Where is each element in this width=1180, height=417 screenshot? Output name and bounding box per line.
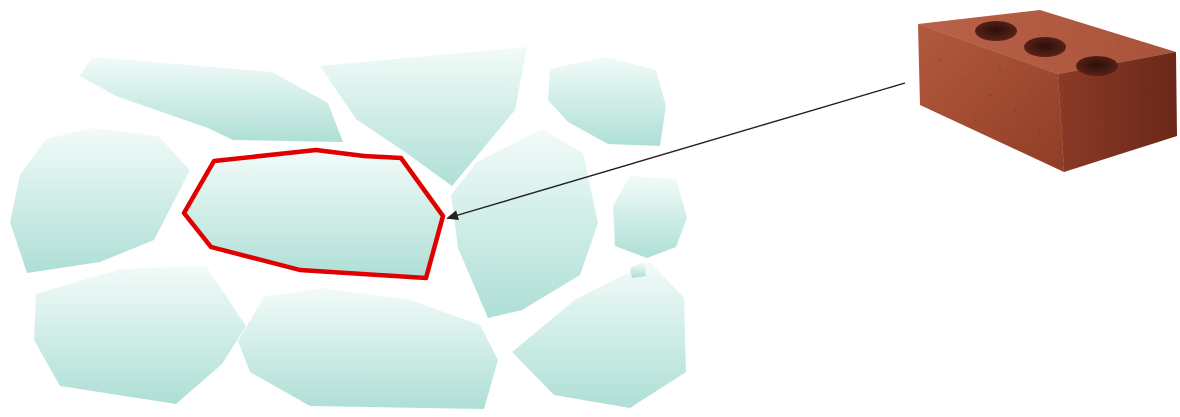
fragment-left [10,128,190,273]
brick-hole-3 [1076,56,1118,76]
fragment-center-highlighted [184,150,443,278]
fragment-bottom-center [238,288,498,409]
brick-hole-1 [975,21,1017,41]
fragment-top-left [80,57,343,142]
fragment-sliver-right [630,262,646,278]
fragments-group [10,47,687,409]
fragment-small-right [613,176,687,258]
brick-icon [918,10,1177,172]
fragment-top-right [548,57,666,146]
fragment-bottom-left [34,266,246,404]
brick-hole-2 [1024,37,1066,57]
